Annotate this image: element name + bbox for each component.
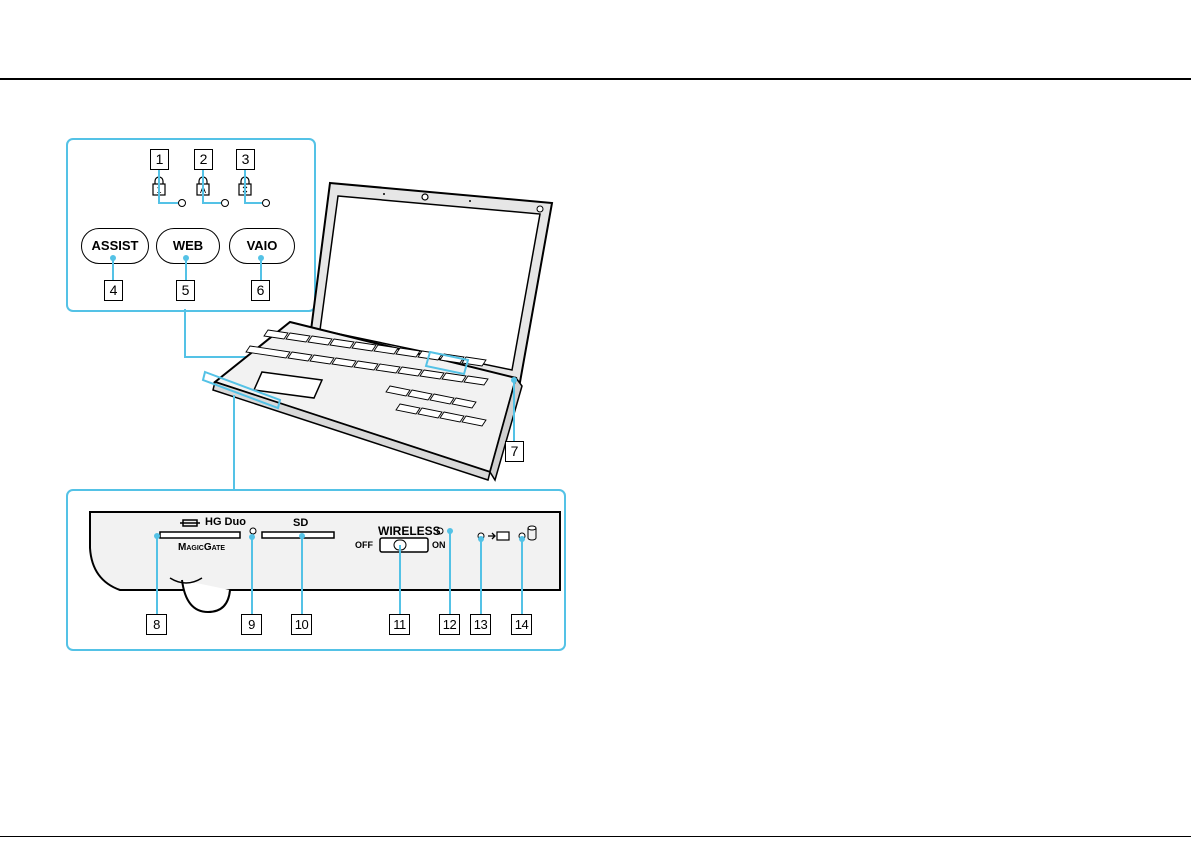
leader-12	[449, 531, 451, 614]
wireless-on-label: ON	[432, 540, 446, 550]
leader-1	[158, 170, 160, 204]
leader-13	[480, 539, 482, 614]
leader-4	[112, 258, 114, 280]
memory-stick-icon	[178, 518, 202, 528]
sd-label: SD	[293, 517, 308, 529]
wireless-label: WIRELESS	[378, 524, 441, 538]
callout-3: 3	[236, 149, 255, 170]
callout-8: 8	[146, 614, 167, 635]
magicgate-label: MagicGate	[178, 542, 225, 553]
charge-icon	[488, 530, 510, 542]
callout-13: 13	[470, 614, 491, 635]
front-panel-illustration	[68, 505, 562, 615]
leader-14	[521, 539, 523, 614]
footer-rule	[0, 836, 1191, 837]
leader-11	[399, 545, 401, 614]
connector-top	[184, 309, 186, 358]
callout-10: 10	[291, 614, 312, 635]
leader-10	[301, 536, 303, 614]
leader-9	[251, 537, 253, 614]
laptop-illustration	[200, 175, 560, 475]
num-lock-indicator	[178, 199, 186, 207]
connector-bottom	[233, 395, 235, 490]
callout-4: 4	[104, 280, 123, 301]
leader-1b	[158, 202, 178, 204]
header-rule	[0, 78, 1191, 80]
leader-5	[185, 258, 187, 280]
callout-5: 5	[176, 280, 195, 301]
callout-9: 9	[241, 614, 262, 635]
callout-11: 11	[389, 614, 410, 635]
hg-duo-label: HG Duo	[205, 516, 246, 528]
callout-14: 14	[511, 614, 532, 635]
disk-drive-icon	[527, 525, 537, 541]
callout-7: 7	[505, 441, 524, 462]
leader-8	[156, 536, 158, 614]
callout-1: 1	[150, 149, 169, 170]
wireless-off-label: OFF	[355, 540, 373, 550]
callout-12: 12	[439, 614, 460, 635]
leader-7	[513, 382, 515, 441]
callout-2: 2	[194, 149, 213, 170]
